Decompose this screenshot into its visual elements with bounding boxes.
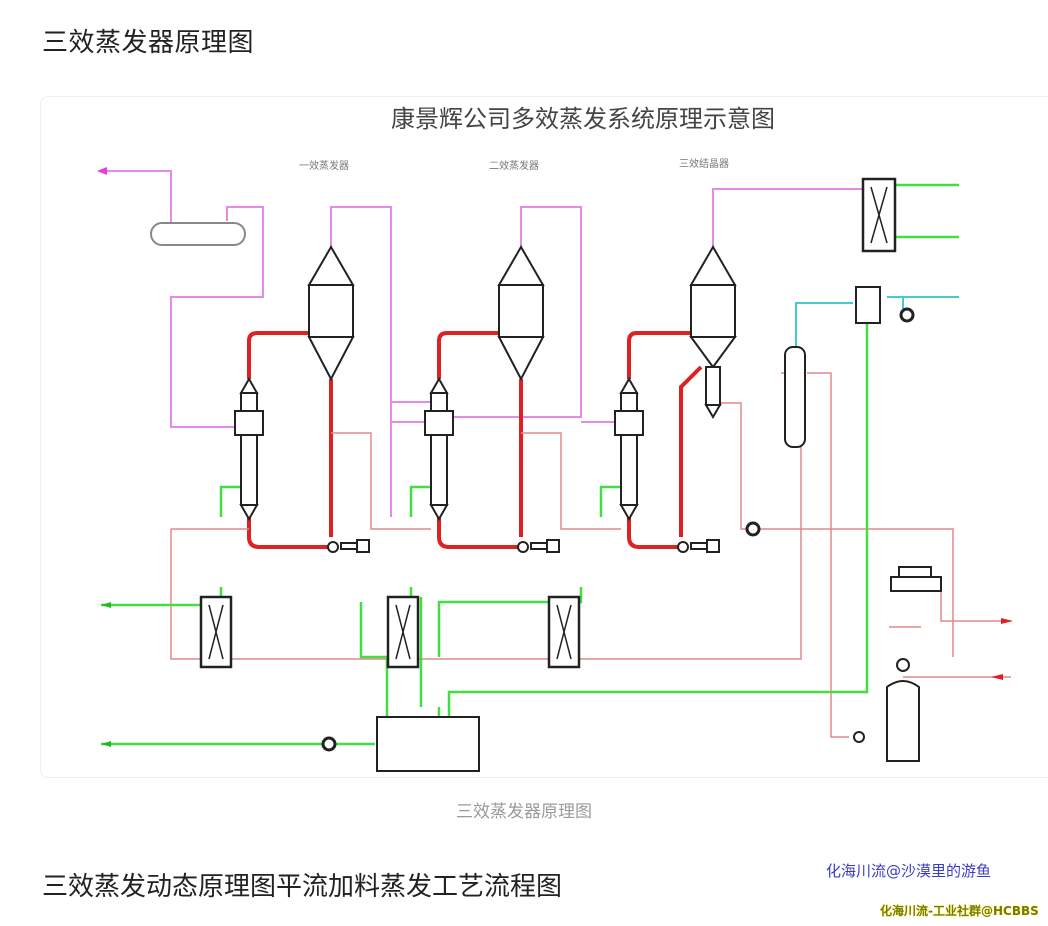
diagram-title: 康景辉公司多效蒸发系统原理示意图 [391,105,775,133]
tank-pump-icon [853,731,865,743]
evaporator-2 [497,245,545,382]
watermark-author: 化海川流@沙漠里的游鱼 [826,862,992,880]
separator [855,286,881,324]
condensate-outlet-arrow [101,741,111,747]
effect-label-2: 二效蒸发器 [489,159,539,172]
crystallizer-3 [689,245,737,419]
figure-caption: 三效蒸发器原理图 [456,802,592,822]
process-flow-diagram: 康景辉公司多效蒸发系统原理示意图 一效蒸发器 二效蒸发器 三效结晶器 [97,105,1013,772]
heater-3 [614,376,644,522]
diagram-figure: 康景辉公司多效蒸发系统原理示意图 一效蒸发器 二效蒸发器 三效结晶器 [40,96,1048,778]
condenser-column [784,346,806,448]
feed-lines [247,331,703,549]
steam-drum [150,222,246,246]
section-heading-2: 三效蒸发动态原理图平流加料蒸发工艺流程图 [42,872,563,902]
agitator-motor-icon [896,658,910,672]
heater-1 [234,376,264,522]
heat-exchangers [199,177,897,669]
evaporators [307,245,737,419]
cooling-water-lines [795,296,959,347]
transfer-pump-icon [745,521,761,537]
mother-liquor-tank [886,680,920,762]
heater-2 [424,376,454,522]
steam-inlet-arrow [97,167,107,175]
condensate-tank [376,716,480,772]
outlet-arrow-2 [101,602,111,608]
evaporator-1 [307,245,355,382]
vacuum-pump-icon [899,307,915,323]
liquor-lines [170,372,1011,738]
inlet-arrow [991,674,1003,680]
watermark-community: 化海川流-工业社群@HCBBS [880,904,1039,918]
circulation-pumps [327,539,720,553]
section-heading: 三效蒸发器原理图 [42,28,255,58]
condensate-pump-icon [321,736,337,752]
centrifuge-icon [890,566,942,592]
effect-label-1: 一效蒸发器 [299,159,349,172]
heaters [234,376,644,522]
outlet-arrow [1001,618,1013,624]
effect-label-3: 三效结晶器 [679,157,729,170]
steam-lines [101,170,866,517]
